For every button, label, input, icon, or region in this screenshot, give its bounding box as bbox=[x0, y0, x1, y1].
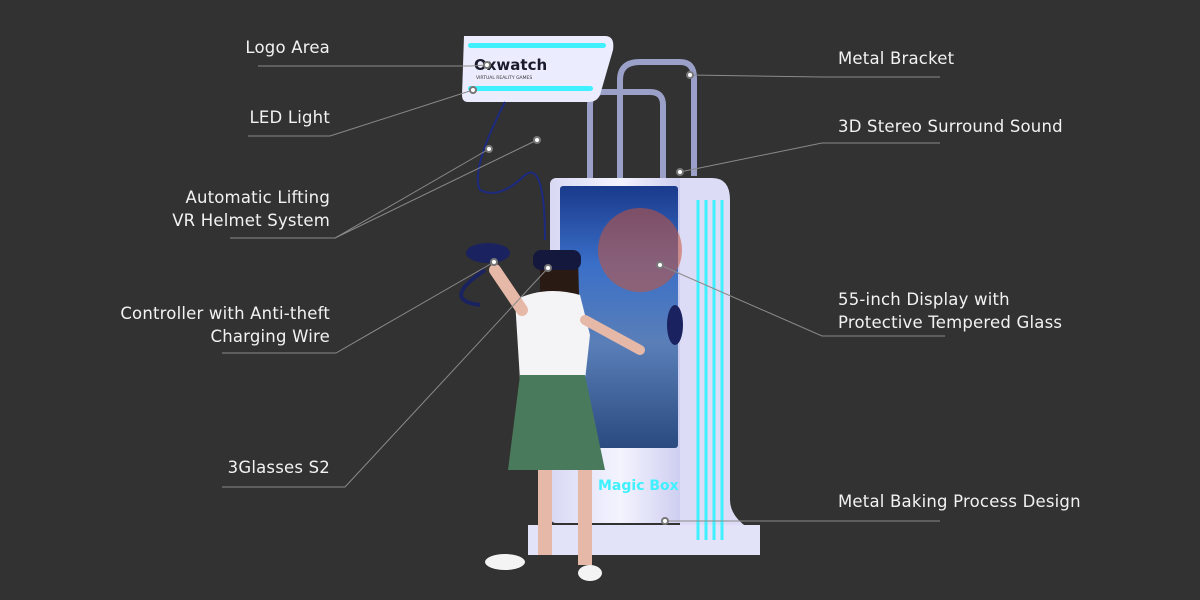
label-metal-bracket: Metal Bracket bbox=[838, 47, 954, 70]
base-brand: Magic Box bbox=[598, 478, 679, 494]
label-text: Metal Baking Process Design bbox=[838, 492, 1081, 511]
label-text: Automatic Lifting bbox=[185, 188, 330, 207]
controller-left bbox=[466, 243, 510, 263]
label-helmet-system: Automatic Lifting VR Helmet System bbox=[172, 186, 330, 232]
label-text: Protective Tempered Glass bbox=[838, 313, 1063, 332]
label-text: 3D Stereo Surround Sound bbox=[838, 117, 1063, 136]
label-baking-design: Metal Baking Process Design bbox=[838, 490, 1081, 513]
label-logo-area: Logo Area bbox=[245, 36, 330, 59]
controller-right bbox=[667, 305, 683, 345]
person-with-vr-headset bbox=[459, 243, 683, 581]
label-led-light: LED Light bbox=[249, 106, 330, 129]
label-stereo-sound: 3D Stereo Surround Sound bbox=[838, 115, 1063, 138]
helmet-cable bbox=[476, 101, 546, 241]
label-text: Charging Wire bbox=[210, 327, 330, 346]
label-text: 3Glasses S2 bbox=[227, 458, 330, 477]
led-strips bbox=[696, 200, 724, 540]
label-text: 55-inch Display with bbox=[838, 290, 1010, 309]
leader-lines bbox=[222, 64, 945, 522]
logo-text: Oxwatch bbox=[474, 56, 547, 74]
logo-subtitle: VIRTUAL REALITY GAMES bbox=[476, 75, 532, 81]
label-text: Controller with Anti-theft bbox=[120, 304, 330, 323]
helmet-hood: Oxwatch VIRTUAL REALITY GAMES bbox=[462, 36, 614, 102]
label-glasses: 3Glasses S2 bbox=[228, 456, 330, 479]
label-text: LED Light bbox=[249, 108, 330, 127]
label-text: Logo Area bbox=[245, 38, 330, 57]
metal-bracket bbox=[587, 59, 697, 180]
label-text: Metal Bracket bbox=[838, 49, 955, 68]
callout-dots bbox=[469, 61, 694, 525]
label-text: VR Helmet System bbox=[172, 211, 330, 230]
